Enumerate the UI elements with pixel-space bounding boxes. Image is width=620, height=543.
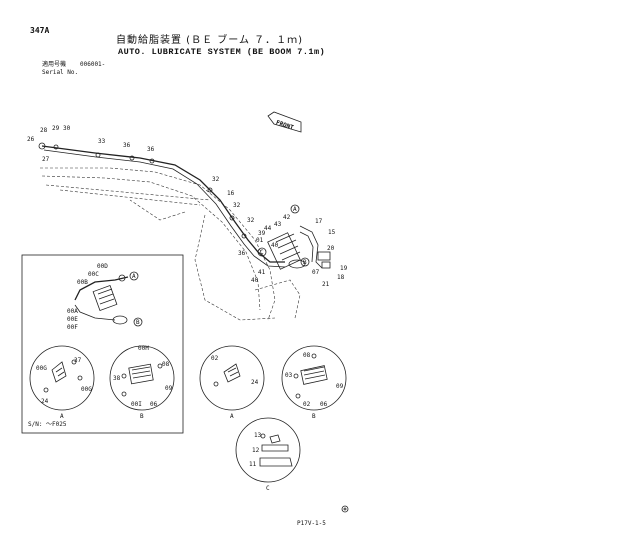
callout: 13 [254, 432, 262, 439]
callout: 39 [258, 230, 266, 237]
callout: 32 [233, 202, 241, 209]
serial-value: 006001- [80, 61, 106, 68]
callout: 00H [138, 345, 149, 352]
callout: 27 [42, 156, 50, 163]
boom-outline [40, 167, 301, 321]
callout-c: C [260, 249, 264, 256]
callout: 08 [162, 361, 170, 368]
callout: 06 [150, 401, 158, 408]
callout: 02 [303, 401, 311, 408]
view-a-2: 02 24 A [199, 345, 265, 420]
callout: 09 [165, 385, 173, 392]
view-b-2: 08 03 09 02 06 B [281, 345, 347, 420]
callout: 20 [327, 245, 335, 252]
main-callouts: 28 29 30 26 27 33 36 36 32 16 32 32 39 4… [27, 125, 348, 288]
callout: 36 [238, 250, 246, 257]
view-letter: B [140, 413, 144, 420]
callout: 32 [212, 176, 220, 183]
callout: 11 [249, 461, 257, 468]
detail-callout-b: B [136, 319, 140, 326]
callout: 06 [320, 401, 328, 408]
callout: 24 [41, 398, 49, 405]
callout: 12 [252, 447, 260, 454]
callout: 36 [147, 146, 155, 153]
lubricator-block [267, 232, 331, 270]
view-letter: B [312, 413, 316, 420]
callout: 00E [67, 316, 78, 323]
callout: 00G [81, 386, 92, 393]
callout: 03 [285, 372, 293, 379]
callout: 08 [303, 352, 311, 359]
callout: 18 [337, 274, 345, 281]
serial-number-note: S/N: ～F025 [28, 421, 67, 428]
callout: 33 [98, 138, 106, 145]
front-direction-marker: FRONT [267, 111, 302, 133]
callout: 44 [264, 225, 272, 232]
callout: 37 [74, 357, 82, 364]
callout: 02 [211, 355, 219, 362]
callout: 01 [256, 237, 264, 244]
title-japanese: 自動給脂装置 (ＢＥ ブーム ７．１ｍ) [116, 35, 304, 46]
callout: 41 [258, 269, 266, 276]
callout: 30 [63, 125, 71, 132]
callout: 38 [113, 375, 121, 382]
callout-b: B [303, 259, 307, 266]
view-a-1: 00G 37 24 00G A [29, 345, 95, 420]
page-number: 347A [30, 26, 50, 35]
callout: 29 [52, 125, 60, 132]
callout: 36 [123, 142, 131, 149]
main-hose-line [38, 142, 323, 269]
callout: 26 [27, 136, 35, 143]
callout: 16 [227, 190, 235, 197]
footer-code: P17V-1-5 [297, 520, 326, 527]
serial-label-english: Serial No. [42, 69, 79, 76]
callout: 19 [340, 265, 348, 272]
serial-label-japanese: 適用号機 [42, 61, 67, 68]
callout-a: A [293, 206, 297, 213]
callout: 00C [88, 271, 99, 278]
callout: 42 [283, 214, 291, 221]
callout: 15 [328, 229, 336, 236]
callout: 17 [315, 218, 323, 225]
callout: 28 [40, 127, 48, 134]
view-letter: C [266, 485, 270, 492]
callout: 21 [322, 281, 330, 288]
callout: 00G [36, 365, 47, 372]
view-letter: A [230, 413, 234, 420]
view-c: 13 12 11 C [235, 417, 301, 492]
callout: 24 [251, 379, 259, 386]
callout: 00F [67, 324, 78, 331]
detail-callout-a: A [132, 273, 136, 280]
callout: 40 [251, 277, 259, 284]
callout: 40 [271, 242, 279, 249]
callout: 32 [247, 217, 255, 224]
registration-mark [341, 505, 349, 513]
detail-box: A B 00D 00C 00B 00A 00E 00F [21, 254, 184, 434]
callout: 00D [97, 263, 108, 270]
front-label: FRONT [275, 119, 295, 131]
view-letter: A [60, 413, 64, 420]
callout: 00I [131, 401, 142, 408]
callout: 43 [274, 221, 282, 228]
callout: 09 [336, 383, 344, 390]
view-b-1: 00H 08 38 09 00I 06 B [109, 345, 175, 420]
callout: 00A [67, 308, 78, 315]
title-english: AUTO. LUBRICATE SYSTEM (BE BOOM 7.1m) [118, 47, 326, 57]
callout: 00B [77, 279, 88, 286]
callout: 07 [312, 269, 320, 276]
